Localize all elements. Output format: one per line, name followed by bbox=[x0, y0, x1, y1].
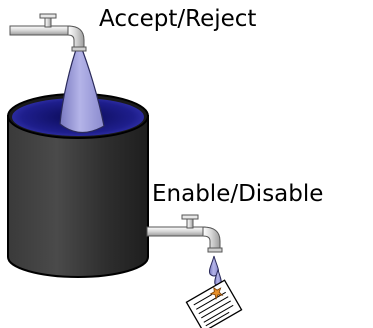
tank-body bbox=[7, 115, 149, 278]
outflow-faucet-icon bbox=[146, 214, 223, 253]
enable-disable-label: Enable/Disable bbox=[152, 181, 324, 207]
seal-icon bbox=[209, 286, 224, 300]
inflow-faucet-icon bbox=[9, 13, 87, 52]
water-drop bbox=[209, 255, 219, 277]
inflow-stream bbox=[59, 43, 105, 134]
accept-reject-label: Accept/Reject bbox=[99, 6, 257, 32]
document-icon bbox=[185, 279, 243, 328]
